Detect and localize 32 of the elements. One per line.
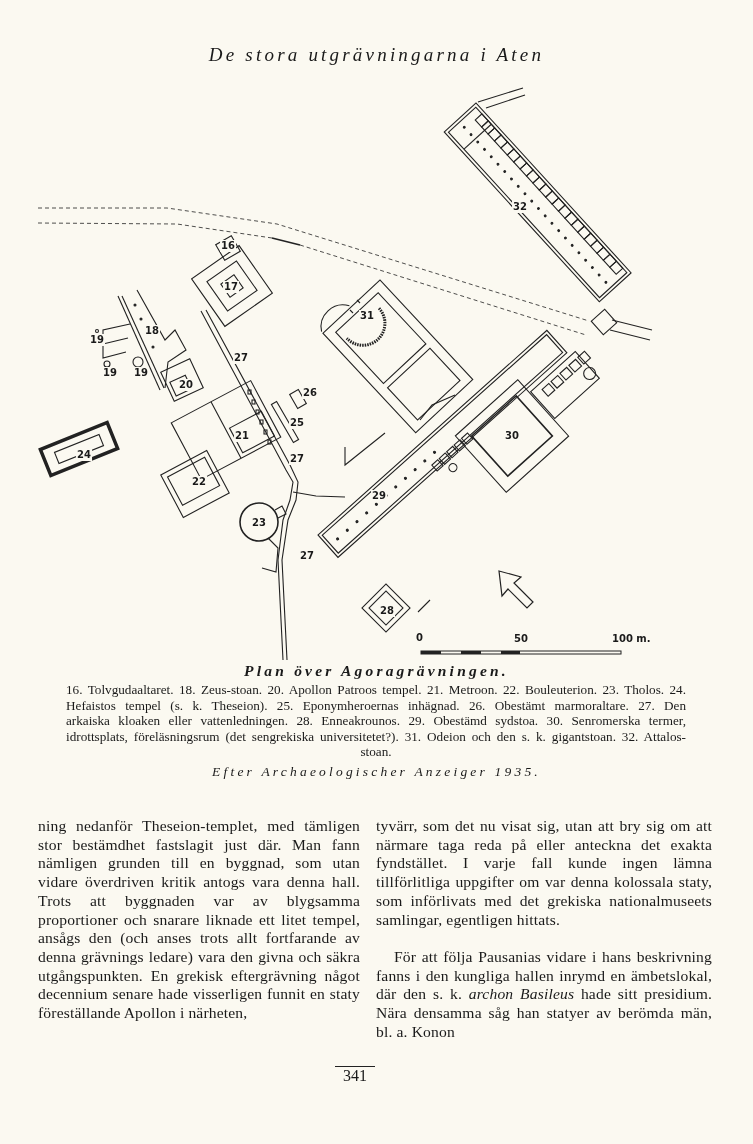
callout-number: 16 <box>220 240 236 252</box>
callout-number: 30 <box>504 430 520 442</box>
legend-text: 16. Tolvgudaaltaret. 18. Zeus-stoan. 20. Apollon Patroos tempel. 21. Metroon. 22. Bouleuterion. 23. Tholos. 24. Hefaistos tempel (s. k. Theseion). 25. Eponymheroernas inhägnad. 26. Obestämt marmoraltare. 27. Den arkaiska kloaken eller vattenledningen. 28. Enneakrounos. 29. Obestämd sydstoa. 30. Senromerska termer, idrottsplats, föreläsningsrum (det sengrekiska universitetet?). 31. Odeion och den s. k. gigantstoan. 32. Attalos-stoan. <box>66 682 686 760</box>
callout-number: 25 <box>289 417 305 429</box>
scale-label: 100 m. <box>612 634 651 644</box>
scale-label: 0 <box>416 633 423 643</box>
callout-number: 19 <box>133 367 149 379</box>
callout-number: 19 <box>89 334 105 346</box>
callout-number: 27 <box>289 453 305 465</box>
running-head: De stora utgrävningarna i Aten <box>207 44 546 66</box>
callout-number: 26 <box>302 387 318 399</box>
callout-number: 29 <box>371 490 387 502</box>
figure-caption: Plan över Agoragrävningen. <box>243 662 510 680</box>
callout-number: 23 <box>251 517 267 529</box>
callout-number: 17 <box>223 281 239 293</box>
callout-number: 31 <box>359 310 375 322</box>
callout-number: 21 <box>234 430 250 442</box>
body-paragraph: tyvärr, som det nu visat sig, utan att bry sig om att närmare taga reda på eller anteckna det exakta fyndstället. I varje fall kunde ingen lämna tillförlitliga uppgifter om var denna kolossala staty, som införlivats med det grekiska nationalmuseets samlingar, egentligen hittats. <box>376 817 712 930</box>
body-paragraph: ning nedanför Theseion-templet, med tämligen stor bestämdhet fastslagit just där. Man fann nämligen grunden till en byggnad, som utan vidare överdriven kritik antogs vara denna hall. Trots att byggnaden var av blygsamma proportioner och snarare liknade ett litet tempel, ansågs den (och anses trots allt fortfarande av denna grävnings ledare) vara den givna och säkra utgångspunkten. En grekisk eftergrävning något decennium senare hade visserligen funnit en staty föreställande Apollon i närheten, <box>38 817 360 1023</box>
callout-number: 22 <box>191 476 207 488</box>
source-note: Efter Archaeologischer Anzeiger 1935. <box>211 764 542 780</box>
callout-number: 32 <box>512 201 528 213</box>
callout-number: 24 <box>76 449 92 461</box>
page-number: 341 <box>335 1066 375 1085</box>
callout-number: 27 <box>299 550 315 562</box>
callout-number: 28 <box>379 605 395 617</box>
scale-label: 50 <box>514 634 528 644</box>
callout-number: 18 <box>144 325 160 337</box>
body-paragraph: För att följa Pausanias vidare i hans beskrivning fanns i den kungliga hallen inrymd en ämbetslokal, där den s. k. archon Basileus hade sitt presidium. Nära densamma såg han statyer av berömda män, bl. a. Konon <box>376 948 712 1042</box>
callout-number: 20 <box>178 379 194 391</box>
callout-number: 19 <box>102 367 118 379</box>
callout-number: 27 <box>233 352 249 364</box>
